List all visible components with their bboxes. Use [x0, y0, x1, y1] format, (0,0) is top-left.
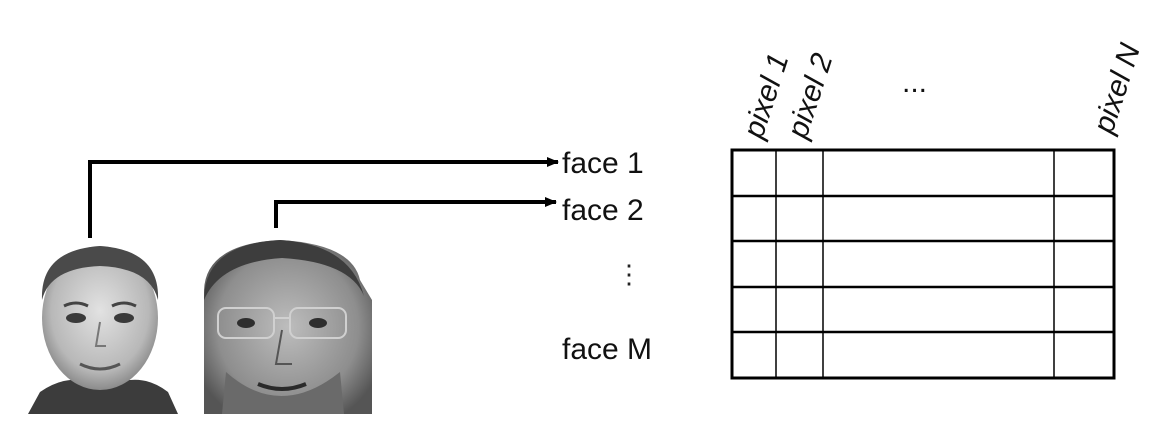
data-matrix [730, 148, 1116, 380]
column-ellipsis: ... [902, 66, 927, 99]
face-photo-2 [204, 240, 372, 414]
column-label-pixel-n: pixel N [1087, 39, 1147, 138]
row-ellipsis: ⋮ [616, 259, 642, 289]
arrow-face-2 [274, 197, 557, 228]
row-label-face-1: face 1 [562, 147, 644, 180]
matrix-border [730, 148, 1116, 380]
face-photo-1 [25, 246, 178, 414]
row-label-face-2: face 2 [562, 194, 644, 227]
arrow-face-1 [88, 157, 559, 238]
row-label-face-m: face M [562, 333, 652, 366]
